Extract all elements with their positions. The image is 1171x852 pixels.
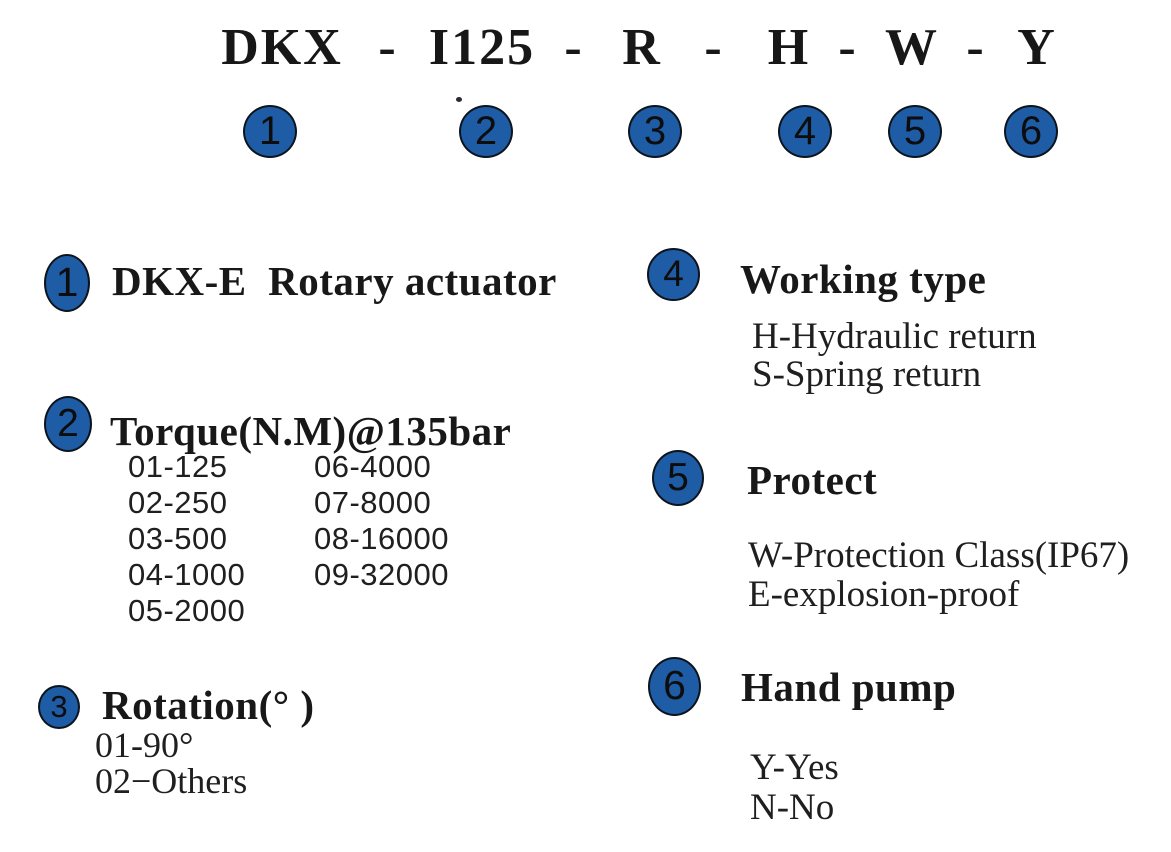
marker-number: 3	[50, 688, 68, 724]
marker-number: 3	[643, 108, 667, 153]
marker-number: 2	[474, 108, 498, 153]
section-working-type-heading: Working type	[740, 256, 987, 302]
section-rotary-actuator-marker: 1	[44, 254, 90, 312]
section-torque-heading: Torque(N.M)@135bar	[110, 408, 512, 454]
option-line: Y-Yes	[750, 747, 839, 788]
marker-number: 1	[55, 258, 79, 305]
section-hand-pump-marker: 6	[648, 657, 701, 716]
marker-number: 5	[667, 455, 689, 499]
model-code-dash: -	[378, 19, 398, 76]
option-line: 08-16000	[314, 521, 450, 556]
marker-number: 4	[793, 108, 817, 153]
marker-number: 2	[57, 401, 79, 445]
option-line: 07-8000	[314, 485, 432, 520]
model-code-segment: H	[767, 19, 811, 76]
option-line: 01-90°	[95, 725, 194, 765]
code-marker-5: 5	[888, 105, 942, 158]
model-code-segment: R	[622, 19, 662, 76]
option-line: 04-1000	[128, 557, 246, 592]
model-code-segment: Y	[1017, 19, 1057, 76]
section-protect-heading: Protect	[747, 457, 878, 503]
model-code-dash: -	[704, 19, 724, 76]
code-marker-2: 2	[459, 105, 513, 158]
model-code-dash: -	[966, 19, 986, 76]
option-line: 05-2000	[128, 593, 246, 628]
marker-number: 6	[663, 662, 686, 708]
marker-number: 6	[1019, 108, 1043, 153]
code-marker-1: 1	[243, 105, 297, 158]
option-line: H-Hydraulic return	[752, 316, 1037, 357]
marker-number: 4	[663, 253, 684, 294]
option-line: 02-250	[128, 485, 228, 520]
model-code-dash: -	[838, 19, 858, 76]
section-working-type-marker: 4	[647, 248, 700, 301]
marker-number: 5	[903, 108, 927, 153]
code-marker-6: 6	[1004, 105, 1058, 158]
code-marker-4: 4	[778, 105, 832, 158]
section-rotary-actuator-heading: DKX-E Rotary actuator	[112, 258, 557, 304]
option-line: 01-125	[128, 449, 228, 484]
section-protect-options: W-Protection Class(IP67)E-explosion-proo…	[748, 536, 1129, 614]
option-line: 06-4000	[314, 449, 432, 484]
model-code-segment: DKX	[221, 19, 343, 76]
section-protect-marker: 5	[652, 450, 704, 506]
code-marker-3: 3	[628, 105, 682, 158]
section-rotation-options: 01-90°02−Others	[95, 727, 247, 799]
option-line: E-explosion-proof	[748, 574, 1020, 615]
section-rotation-marker: 3	[38, 685, 80, 729]
section-torque-marker: 2	[44, 396, 92, 452]
print-artifact-dot	[456, 97, 462, 102]
option-line: 03-500	[128, 521, 228, 556]
marker-number: 1	[258, 108, 282, 153]
model-code-segment: W	[885, 19, 939, 76]
model-code-segment: I125	[428, 19, 536, 76]
option-line: 02−Others	[95, 761, 248, 801]
option-line: N-No	[750, 787, 835, 828]
model-code-dash: -	[564, 19, 584, 76]
option-line: 09-32000	[314, 557, 450, 592]
option-line: W-Protection Class(IP67)	[748, 535, 1130, 576]
section-hand-pump-heading: Hand pump	[741, 664, 957, 710]
option-line: S-Spring return	[752, 354, 982, 395]
section-rotation-heading: Rotation(° )	[102, 682, 315, 728]
